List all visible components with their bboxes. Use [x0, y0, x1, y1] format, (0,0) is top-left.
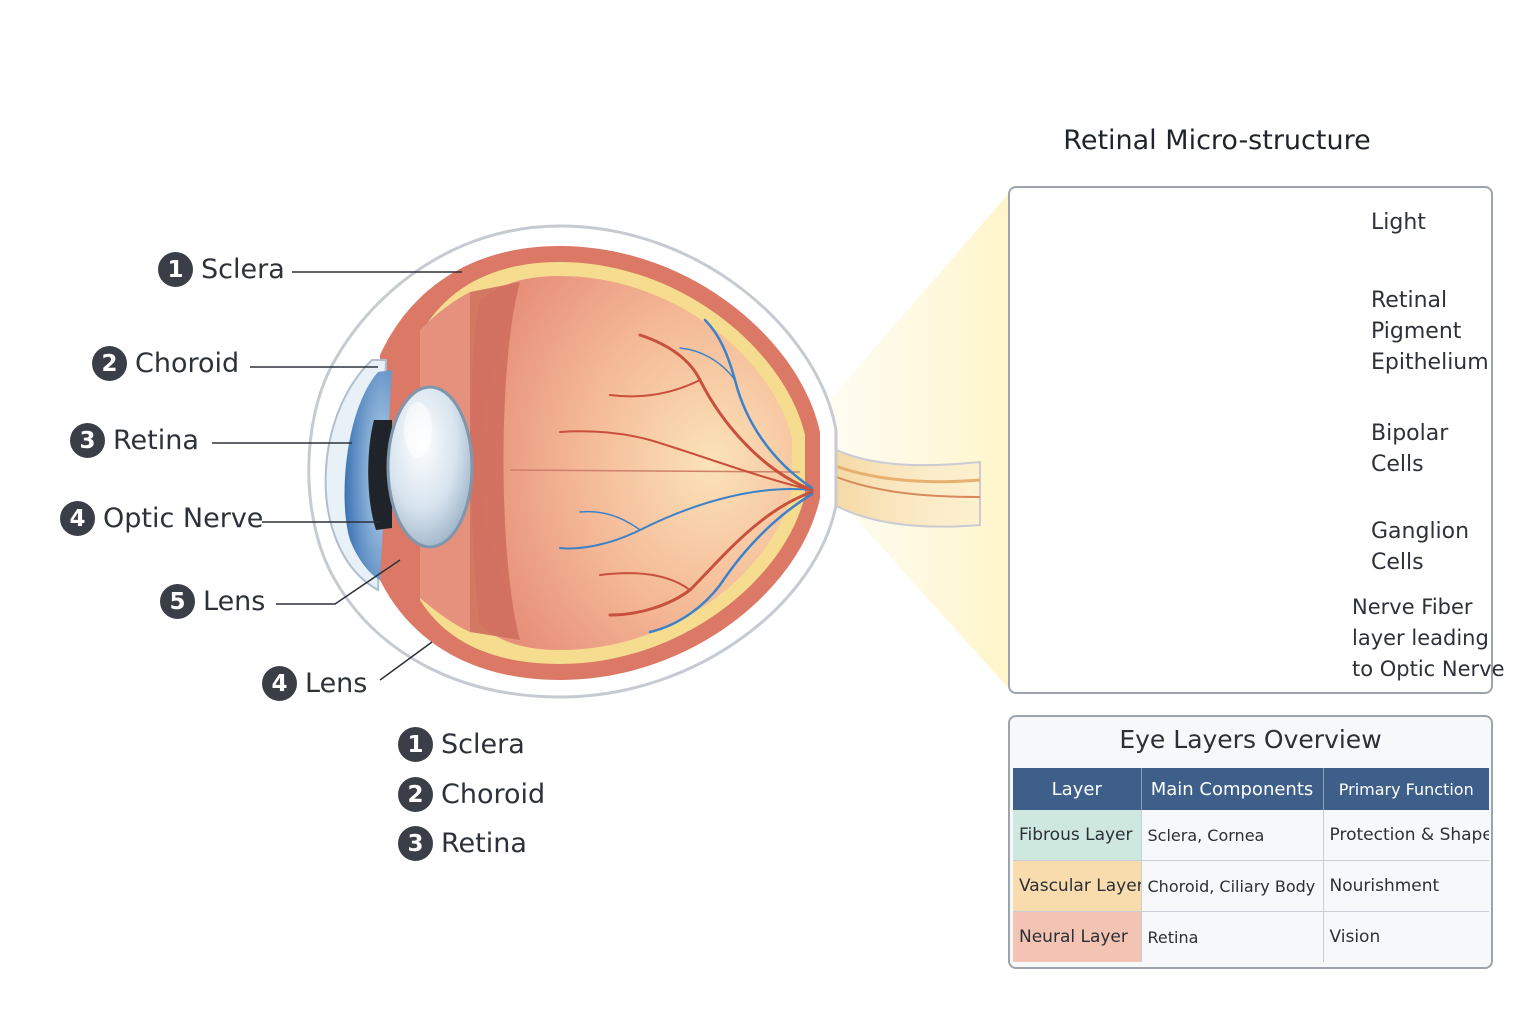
cell-function: Nourishment — [1323, 860, 1489, 912]
number-badge: 2 — [92, 346, 127, 381]
number-badge: 4 — [262, 666, 297, 701]
label-nerve-fiber-layer: Nerve Fiber layer leading to Optic Nerve — [1352, 592, 1505, 685]
label-line: Bipolar — [1371, 421, 1449, 446]
label-text: Sclera — [201, 254, 285, 285]
label-line: Nerve Fiber — [1352, 595, 1473, 619]
header-layer: Layer — [1013, 768, 1142, 810]
label-line: Cells — [1371, 452, 1424, 477]
zoom-beam — [812, 192, 1010, 690]
table-row: Neural Layer Retina Vision — [1013, 911, 1489, 962]
retina-panel-title: Retinal Micro-structure — [1063, 125, 1371, 156]
legend-item-sclera: 1 Sclera — [398, 727, 525, 762]
cell-layer: Vascular Layer — [1013, 860, 1142, 912]
table-row: Fibrous Layer Sclera, Cornea Protection … — [1013, 810, 1489, 861]
number-badge: 1 — [398, 727, 433, 762]
label-text: Lens — [203, 586, 266, 617]
overview-title: Eye Layers Overview — [1119, 725, 1382, 754]
eye-label-optic-nerve: 4 Optic Nerve — [60, 501, 263, 536]
label-retinal-pigment-epithelium: Retinal Pigment Epithelium — [1371, 285, 1489, 378]
label-light: Light — [1371, 207, 1426, 238]
lens-shape — [386, 385, 474, 549]
ciliary-body — [458, 282, 520, 640]
cell-layer: Neural Layer — [1013, 911, 1142, 962]
cell-components: Choroid, Ciliary Body — [1141, 860, 1324, 912]
label-bipolar-cells: Bipolar Cells — [1371, 418, 1448, 480]
number-badge: 3 — [398, 826, 433, 861]
number-badge: 2 — [398, 777, 433, 812]
label-line: Retinal — [1371, 288, 1448, 313]
cell-layer: Fibrous Layer — [1013, 810, 1142, 861]
label-line: to Optic Nerve — [1352, 657, 1505, 681]
vitreous-body — [470, 276, 792, 650]
eye-label-lens-2: 4 Lens — [262, 666, 367, 701]
table-header-row: Layer Main Components Primary Function — [1013, 768, 1489, 810]
cell-components: Sclera, Cornea — [1141, 810, 1324, 861]
legend-text: Retina — [441, 828, 527, 859]
cell-components: Retina — [1141, 911, 1324, 962]
label-ganglion-cells: Ganglion Cells — [1371, 516, 1469, 578]
legend-text: Sclera — [441, 729, 525, 760]
eye-label-retina: 3 Retina — [70, 423, 199, 458]
eye-label-leaders — [212, 271, 462, 681]
number-badge: 1 — [158, 252, 193, 287]
header-primary-function: Primary Function — [1323, 768, 1489, 810]
optic-nerve-shape — [817, 438, 981, 528]
label-line: Ganglion — [1371, 519, 1470, 544]
label-line: Epithelium — [1371, 350, 1489, 375]
legend-text: Choroid — [441, 779, 546, 810]
label-text: Optic Nerve — [103, 503, 264, 534]
header-main-components: Main Components — [1141, 768, 1324, 810]
eye-label-sclera: 1 Sclera — [158, 252, 285, 287]
cell-function: Vision — [1329, 927, 1381, 947]
number-badge: 3 — [70, 423, 105, 458]
label-line: Pigment — [1371, 319, 1462, 344]
label-text: Choroid — [135, 348, 240, 379]
number-badge: 4 — [60, 501, 95, 536]
retinal-blood-vessels — [559, 318, 814, 634]
eye-label-choroid: 2 Choroid — [92, 346, 239, 381]
label-text: Lens — [305, 668, 368, 699]
label-line: Cells — [1371, 550, 1424, 575]
label-text: Retina — [113, 425, 199, 456]
number-badge: 5 — [160, 584, 195, 619]
eye-layers-overview-panel: Eye Layers Overview Layer Main Component… — [1008, 715, 1493, 969]
eye-layers-table: Layer Main Components Primary Function F… — [1013, 768, 1489, 962]
legend-item-choroid: 2 Choroid — [398, 777, 545, 812]
label-line: layer leading — [1352, 626, 1489, 650]
eye-label-lens: 5 Lens — [160, 584, 265, 619]
retina-panel — [1008, 186, 1493, 694]
label-light-text: Light — [1371, 210, 1426, 235]
table-row: Vascular Layer Choroid, Ciliary Body Nou… — [1013, 860, 1489, 912]
legend-item-retina: 3 Retina — [398, 826, 527, 861]
cell-function: Protection & Shape — [1323, 810, 1489, 861]
